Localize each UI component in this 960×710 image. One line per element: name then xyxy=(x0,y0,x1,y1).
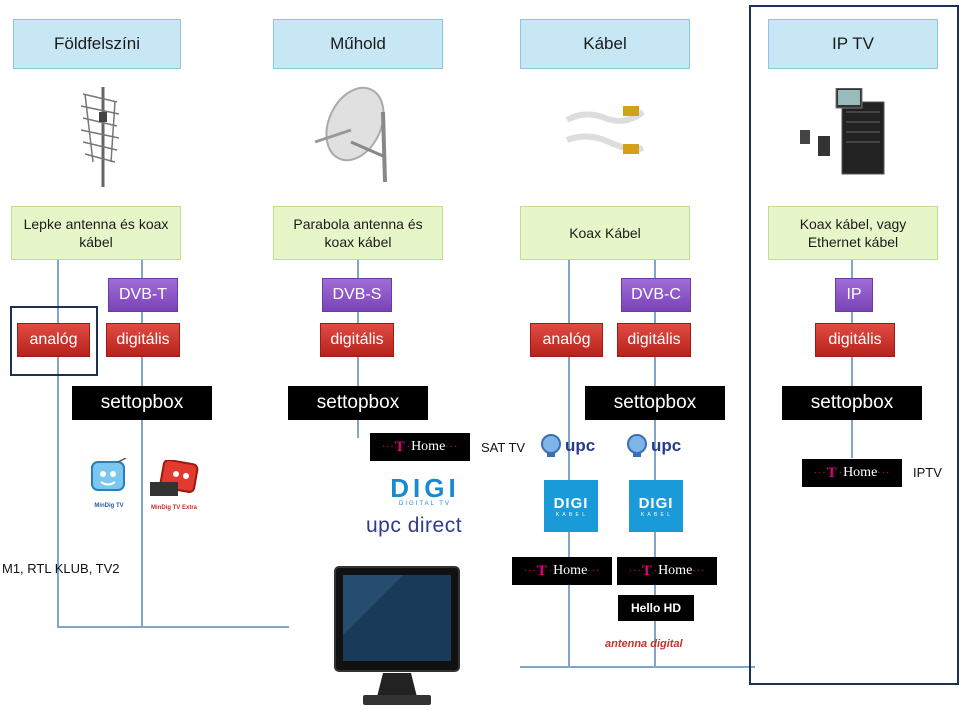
mindig-tv-logo: MinDig TV xyxy=(88,457,130,516)
mindig-tv-icon xyxy=(91,457,127,491)
telekom-t-icon: T xyxy=(826,464,837,481)
signal-analog: analóg xyxy=(17,323,90,357)
media-satellite: Parabola antenna és koax kábel xyxy=(273,206,443,260)
settopbox: settopbox xyxy=(585,386,725,420)
digi-tv-logo: DIGI DIGITAL TV xyxy=(370,475,480,511)
digi-kabel-sublabel: K A B E L xyxy=(555,511,587,518)
digi-tv-sublabel: DIGITAL TV xyxy=(399,501,451,507)
media-terrestrial: Lepke antenna és koax kábel xyxy=(11,206,181,260)
digi-kabel-logo: DIGI K A B E L xyxy=(544,480,598,532)
flat-tv-icon xyxy=(334,566,460,705)
upc-logo: upc xyxy=(626,433,681,459)
iptv-highlight-frame xyxy=(749,5,959,685)
digi-kabel-wordmark: DIGI xyxy=(553,494,589,512)
upc-direct-logo: upc direct xyxy=(366,514,463,537)
telekom-home-logo: ···T·Home··· xyxy=(370,433,470,461)
upc-bulb-icon xyxy=(541,434,561,457)
upc-label: upc xyxy=(651,436,682,455)
mindig-tv-label: MinDig TV xyxy=(94,503,124,509)
antenna-digital-logo: antenna digital xyxy=(605,638,683,650)
sat-tv-label: SAT TV xyxy=(481,440,526,455)
telekom-home-logo: ···T·Home··· xyxy=(512,557,612,585)
connector-line xyxy=(654,258,656,668)
header-cable: Kábel xyxy=(520,19,690,69)
signal-digital: digitális xyxy=(617,323,691,357)
connector-line xyxy=(57,260,59,628)
connector-line xyxy=(141,258,143,628)
settopbox: settopbox xyxy=(72,386,212,420)
telekom-home-label: Home xyxy=(553,563,588,578)
channels-label: M1, RTL KLUB, TV2 xyxy=(2,561,120,576)
header-iptv: IP TV xyxy=(768,19,938,69)
iptv-label: IPTV xyxy=(913,465,942,480)
settopbox: settopbox xyxy=(782,386,922,420)
connector-line xyxy=(520,666,755,668)
telekom-home-label: Home xyxy=(843,465,878,480)
upc-bulb-icon xyxy=(627,434,647,457)
telekom-home-logo: ···T·Home··· xyxy=(617,557,717,585)
signal-digital: digitális xyxy=(320,323,394,357)
signal-analog: analóg xyxy=(530,323,603,357)
coax-cable-icon xyxy=(565,106,645,154)
upc-logo: upc xyxy=(540,433,595,459)
digi-tv-wordmark: DIGI xyxy=(390,473,460,503)
signal-digital: digitális xyxy=(815,323,895,357)
connector-line xyxy=(851,258,853,458)
standard-dvbt: DVB-T xyxy=(108,278,178,312)
media-iptv: Koax kábel, vagy Ethernet kábel xyxy=(768,206,938,260)
standard-dvbs: DVB-S xyxy=(322,278,392,312)
header-satellite: Műhold xyxy=(273,19,443,69)
digi-kabel-wordmark: DIGI xyxy=(638,494,674,512)
settopbox: settopbox xyxy=(288,386,428,420)
connector-line xyxy=(57,626,289,628)
connector-line xyxy=(568,258,570,668)
mindig-tv-extra-icon xyxy=(150,459,199,496)
hello-hd-label: Hello HD xyxy=(630,601,681,615)
header-terrestrial: Földfelszíni xyxy=(13,19,181,69)
telekom-home-label: Home xyxy=(411,439,446,454)
telekom-t-icon: T xyxy=(394,438,405,455)
standard-dvbc: DVB-C xyxy=(621,278,691,312)
telekom-t-icon: T xyxy=(641,562,652,579)
satellite-dish-icon xyxy=(314,86,387,182)
telekom-t-icon: T xyxy=(536,562,547,579)
digi-kabel-sublabel: K A B E L xyxy=(640,511,672,518)
standard-ip: IP xyxy=(835,278,873,312)
mindig-tv-extra-label: MinDig TV Extra xyxy=(150,505,197,511)
signal-digital: digitális xyxy=(106,323,180,357)
mindig-tv-extra-logo: MinDig TV Extra xyxy=(146,459,202,518)
telekom-home-logo: ···T·Home··· xyxy=(802,459,902,487)
media-cable: Koax Kábel xyxy=(520,206,690,260)
server-computer-icon xyxy=(800,88,885,175)
butterfly-antenna-icon xyxy=(80,87,120,187)
analog-highlight-frame xyxy=(10,306,98,376)
upc-label: upc xyxy=(565,436,596,455)
digi-kabel-logo: DIGI K A B E L xyxy=(629,480,683,532)
telekom-home-label: Home xyxy=(658,563,693,578)
hello-hd-logo: Hello HD xyxy=(618,595,694,621)
